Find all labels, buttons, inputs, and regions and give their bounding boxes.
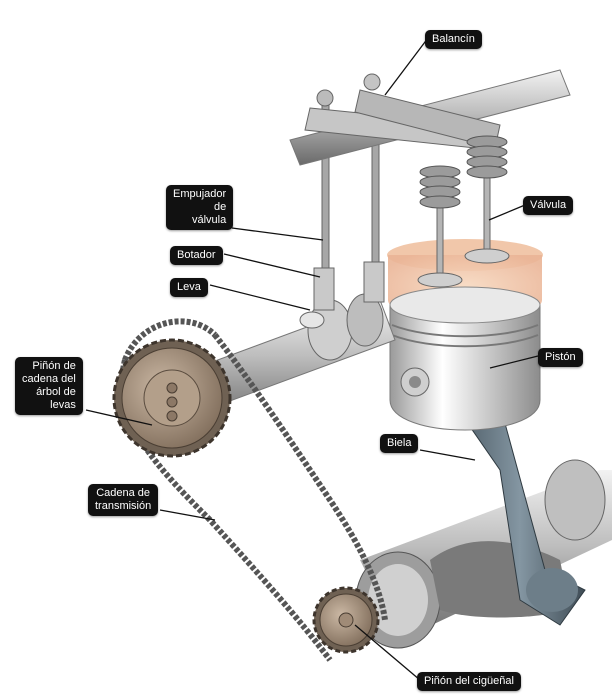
label-piston: Pistón: [538, 348, 583, 367]
pushrods: [313, 89, 385, 311]
timing-chain: [119, 318, 388, 662]
valve-spring-1: [419, 165, 461, 209]
label-connecting-rod: Biela: [380, 434, 419, 453]
label-crankshaft-sprocket: Piñón del cigüeñal: [417, 672, 521, 691]
label-cam: Leva: [170, 278, 208, 297]
label-rocker: Balancín: [425, 30, 482, 49]
lifter: [313, 267, 335, 311]
camshaft-sprocket: [112, 338, 232, 458]
leader-lines: [85, 37, 539, 681]
label-valve: Válvula: [523, 196, 574, 215]
lifter-2: [363, 261, 385, 303]
valves: [417, 135, 510, 288]
valve-spring-2: [466, 135, 508, 179]
crankshaft: [355, 459, 612, 649]
connecting-rod: [454, 404, 586, 626]
label-timing-chain: Cadena de transmisión: [88, 484, 159, 516]
piston: [389, 286, 541, 431]
crankshaft-sprocket: [312, 586, 380, 654]
label-lifter: Botador: [170, 246, 223, 265]
rocker-assembly: [289, 69, 571, 166]
label-pushrod: Empujador de válvula: [166, 185, 234, 230]
label-camshaft-sprocket: Piñón de cadena del árbol de levas: [15, 357, 83, 415]
